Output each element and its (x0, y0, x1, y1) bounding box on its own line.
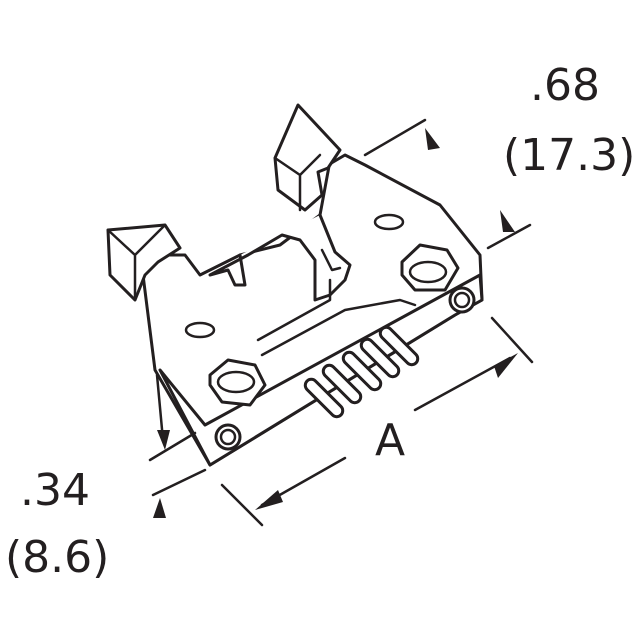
length-arrow-left (255, 490, 283, 510)
connector-body (106, 103, 484, 467)
center-slot (256, 248, 417, 357)
height-arrow-bottom (500, 210, 515, 232)
pin (303, 377, 345, 419)
height-extension-bottom (486, 223, 532, 250)
pin (321, 363, 363, 405)
height-extension-top (363, 118, 427, 157)
depth-inches-label: .34 (20, 465, 90, 516)
pin (341, 350, 383, 392)
left-boss (208, 358, 267, 407)
front-hole-right (448, 286, 476, 314)
height-arrow-top (425, 128, 440, 150)
height-mm-label: (17.3) (503, 130, 635, 181)
depth-mm-label: (8.6) (5, 532, 109, 583)
depth-dimension: .34 (8.6) (5, 373, 207, 583)
front-hole-right-inner (453, 291, 471, 309)
height-dimension: .68 (17.3) (363, 60, 635, 250)
pins (303, 325, 420, 419)
height-inches-label: .68 (530, 60, 600, 111)
pin (378, 325, 420, 367)
length-extension-right (490, 316, 534, 364)
top-hole-left (184, 321, 216, 339)
front-hole-left (214, 423, 242, 451)
length-line-right (413, 356, 512, 412)
top-hole-right (373, 213, 405, 231)
depth-arrow-top (157, 430, 170, 450)
length-extension-left (220, 483, 264, 527)
front-hole-left-inner (219, 428, 237, 446)
center-key (208, 213, 352, 302)
depth-extension-bottom (151, 468, 207, 497)
length-arrow-right (494, 353, 518, 378)
left-latch-edge (106, 223, 167, 302)
length-dimension: A (220, 316, 534, 527)
left-boss-hole (216, 370, 256, 394)
right-latch-edge (273, 153, 322, 212)
pin (359, 337, 401, 379)
left-latch (106, 223, 182, 302)
depth-extension-top (148, 431, 197, 462)
right-boss-hole (408, 260, 448, 284)
depth-leader (155, 373, 165, 442)
depth-arrow-bottom (153, 498, 166, 518)
housing-front-face (158, 273, 484, 467)
length-label: A (375, 415, 405, 466)
right-latch (273, 103, 342, 212)
